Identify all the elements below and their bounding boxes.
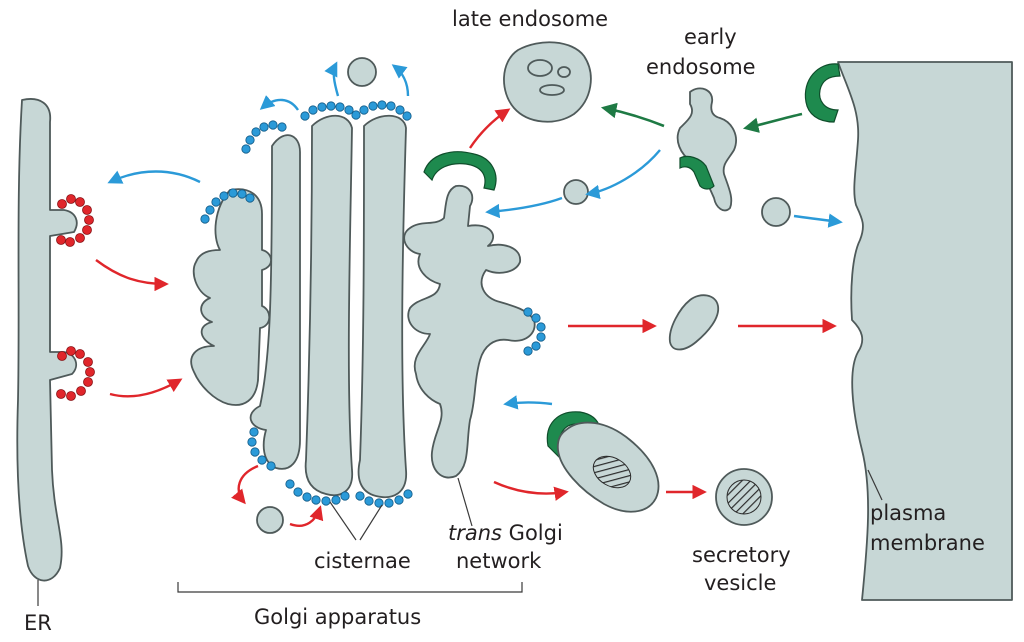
clathrin-coat-tgn-top: [423, 151, 497, 191]
arrow-endocytosis-to-early-endosome: [742, 112, 803, 133]
arrow-granule-to-tgn: [503, 395, 553, 410]
label-trans-golgi: Golgi: [502, 521, 563, 545]
arrow-tgn-to-late-endosome: [469, 108, 511, 149]
arrow-early-to-late-endosome: [600, 102, 665, 128]
clathrin-coat-early-endosome: [679, 155, 715, 190]
arrow-endosome-to-tgn: [585, 149, 661, 200]
leader-plasma-membrane: [867, 469, 883, 501]
late-endosome: [503, 41, 592, 123]
label-early-endosome-line2: endosome: [646, 55, 756, 79]
leader-cisternae-left: [329, 501, 357, 541]
late-endosome-internal-vesicle-2: [557, 66, 571, 78]
arrow-tgn-to-granule: [493, 480, 569, 501]
arrow-vesicle-up-right: [391, 64, 410, 97]
label-trans-italic: trans: [448, 521, 502, 545]
arrow-vesicle-bottom-left: [231, 464, 259, 505]
label-trans-golgi-network-line2: network: [456, 549, 542, 573]
golgi-cisterna-4: [357, 114, 407, 498]
golgi-cisterna-3: [304, 114, 353, 496]
label-golgi-apparatus: Golgi apparatus: [254, 605, 421, 629]
arrow-er-to-golgi-upper: [95, 259, 169, 292]
late-endosome-internal-vesicle-1: [527, 59, 553, 77]
endosome-recycling-vesicle-right: [761, 197, 791, 227]
secretory-vesicle-cargo: [726, 479, 762, 515]
label-plasma-membrane-line2: membrane: [870, 531, 985, 555]
golgi-apparatus-bracket: [177, 582, 523, 593]
arrow-recycling-to-membrane: [793, 213, 843, 228]
leader-trans-golgi: [457, 477, 473, 527]
label-secretory-vesicle-line1: secretory: [692, 543, 791, 567]
endoplasmic-reticulum: [16, 98, 78, 582]
label-plasma-membrane-line1: plasma: [870, 501, 946, 525]
cis-golgi-cisterna: [190, 188, 272, 406]
arrow-golgi-to-er: [107, 170, 201, 184]
arrow-er-to-golgi-lower: [109, 378, 183, 398]
plasma-membrane: [837, 61, 1013, 601]
er-exit-coat-upper: [56, 194, 94, 247]
transport-vesicle-to-membrane: [668, 294, 720, 351]
label-secretory-vesicle-line2: vesicle: [704, 571, 776, 595]
golgi-copi-coats: [200, 100, 546, 508]
arrow-retrograde-cis: [259, 95, 299, 111]
immature-granule-cargo: [592, 455, 632, 489]
arrow-vesicle-bottom-right: [289, 505, 324, 527]
endosome-recycling-vesicle-left: [563, 179, 589, 205]
early-endosome: [676, 87, 737, 212]
golgi-vesicle-bottom: [256, 506, 284, 534]
arrow-vesicle-up-left: [324, 61, 340, 97]
golgi-vesicle-top: [347, 57, 377, 87]
label-er: ER: [24, 611, 52, 635]
arrow-vesicle-to-tgn: [485, 196, 563, 219]
er-exit-coat-lower: [56, 346, 95, 401]
late-endosome-internal-vesicle-3: [539, 84, 565, 96]
trans-golgi-network: [403, 184, 536, 479]
leader-cisternae-right: [359, 504, 383, 541]
clathrin-coat-membrane: [804, 63, 841, 123]
label-late-endosome: late endosome: [452, 7, 608, 31]
golgi-cisterna-2: [249, 134, 301, 470]
label-trans-golgi-network-line1: trans Golgi: [448, 521, 563, 545]
label-cisternae: cisternae: [314, 549, 411, 573]
label-early-endosome-line1: early: [684, 25, 737, 49]
